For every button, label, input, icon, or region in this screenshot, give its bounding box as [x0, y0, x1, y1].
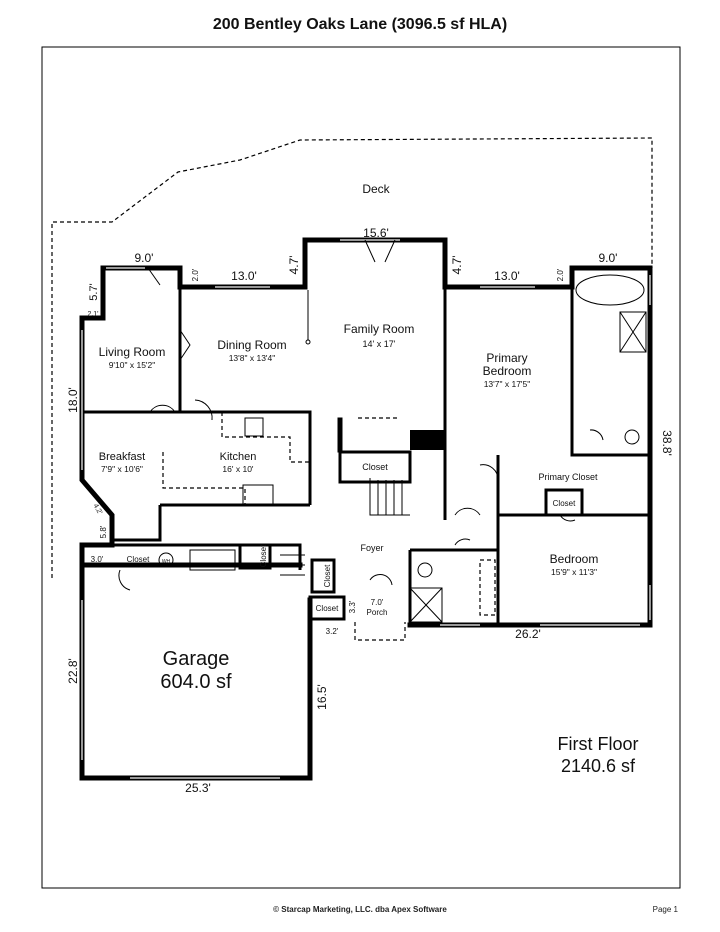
- closet-label: Closet: [316, 604, 339, 613]
- deck-outline: [51, 137, 653, 578]
- deck-label: Deck: [362, 182, 390, 196]
- dim-label: 15.6': [363, 226, 389, 240]
- breakfast-dims: 7'9" x 10'6": [101, 464, 143, 474]
- porch-label: Porch: [367, 608, 388, 617]
- dim-label: 16.5': [315, 684, 329, 710]
- dim-label: 4.7': [450, 256, 464, 275]
- living-room-label: Living Room: [99, 345, 166, 359]
- bedroom-label: Bedroom: [550, 552, 599, 566]
- closet-label: Closet: [323, 564, 332, 587]
- porch-dim: 7.0': [371, 598, 384, 607]
- dim-label: 22.8': [66, 658, 80, 684]
- garage-area: 604.0 sf: [160, 671, 232, 693]
- page-frame: [41, 46, 681, 889]
- dimension-labels: 9.0' 5.7' 2.1' 2.0' 13.0' 4.7' 15.6' 4.7…: [66, 226, 674, 795]
- dim-label: 4.7': [287, 256, 301, 275]
- dining-room-dims: 13'8" x 13'4": [229, 353, 276, 363]
- room-labels: Deck Living Room 9'10" x 15'2" Dining Ro…: [99, 182, 639, 776]
- dim-label: 2.1': [87, 311, 98, 318]
- kitchen-label: Kitchen: [220, 451, 257, 463]
- primary-bedroom-dims: 13'7" x 17'5": [484, 379, 531, 389]
- dim-label: 3.0': [91, 555, 104, 564]
- primary-bedroom-label-2: Bedroom: [483, 364, 532, 378]
- doors: [118, 239, 604, 591]
- garage-label: Garage: [163, 648, 230, 670]
- plan-title: 200 Bentley Oaks Lane (3096.5 sf HLA): [212, 16, 508, 33]
- closet-label: Closet: [553, 499, 576, 508]
- dim-label: 3.3': [348, 600, 357, 613]
- page-number: Page 1: [652, 905, 678, 914]
- dim-label: 18.0': [66, 387, 80, 413]
- windows: [81, 239, 651, 779]
- primary-bedroom-label-1: Primary: [486, 351, 527, 365]
- closet-label: Closet: [362, 462, 388, 472]
- dining-room-label: Dining Room: [217, 338, 286, 352]
- primary-closet-label: Primary Closet: [538, 472, 598, 482]
- closet-label: Closet: [127, 555, 150, 564]
- foyer-label: Foyer: [360, 543, 383, 553]
- dim-label: 4.2': [91, 503, 103, 516]
- breakfast-label: Breakfast: [99, 451, 145, 463]
- dim-label: 13.0': [494, 269, 520, 283]
- dim-label: 5.8': [99, 525, 108, 538]
- dim-label: 13.0': [231, 269, 257, 283]
- family-room-dims: 14' x 17': [363, 339, 396, 349]
- dim-label: 2.0': [556, 268, 565, 281]
- dim-label: 3.2': [326, 627, 339, 636]
- dim-label: 26.2': [515, 627, 541, 641]
- copyright-footer: © Starcap Marketing, LLC. dba Apex Softw…: [273, 905, 447, 914]
- floor-area: 2140.6 sf: [561, 756, 636, 776]
- dim-label: 5.7': [88, 283, 100, 300]
- dim-label: 9.0': [135, 251, 154, 265]
- dim-label: 9.0': [599, 251, 618, 265]
- family-room-label: Family Room: [344, 322, 415, 336]
- fixtures: [158, 274, 647, 641]
- water-heater-label: WH: [162, 559, 171, 565]
- dim-label: 25.3': [185, 781, 211, 795]
- dim-label: 2.0': [191, 268, 200, 281]
- kitchen-dims: 16' x 10': [222, 464, 254, 474]
- floor-name: First Floor: [558, 734, 639, 754]
- bedroom-dims: 15'9" x 11'3": [551, 567, 597, 577]
- closet-label: Closet: [259, 544, 268, 567]
- dim-label: 38.8': [660, 430, 674, 456]
- walls: [79, 237, 653, 781]
- living-room-dims: 9'10" x 15'2": [109, 360, 156, 370]
